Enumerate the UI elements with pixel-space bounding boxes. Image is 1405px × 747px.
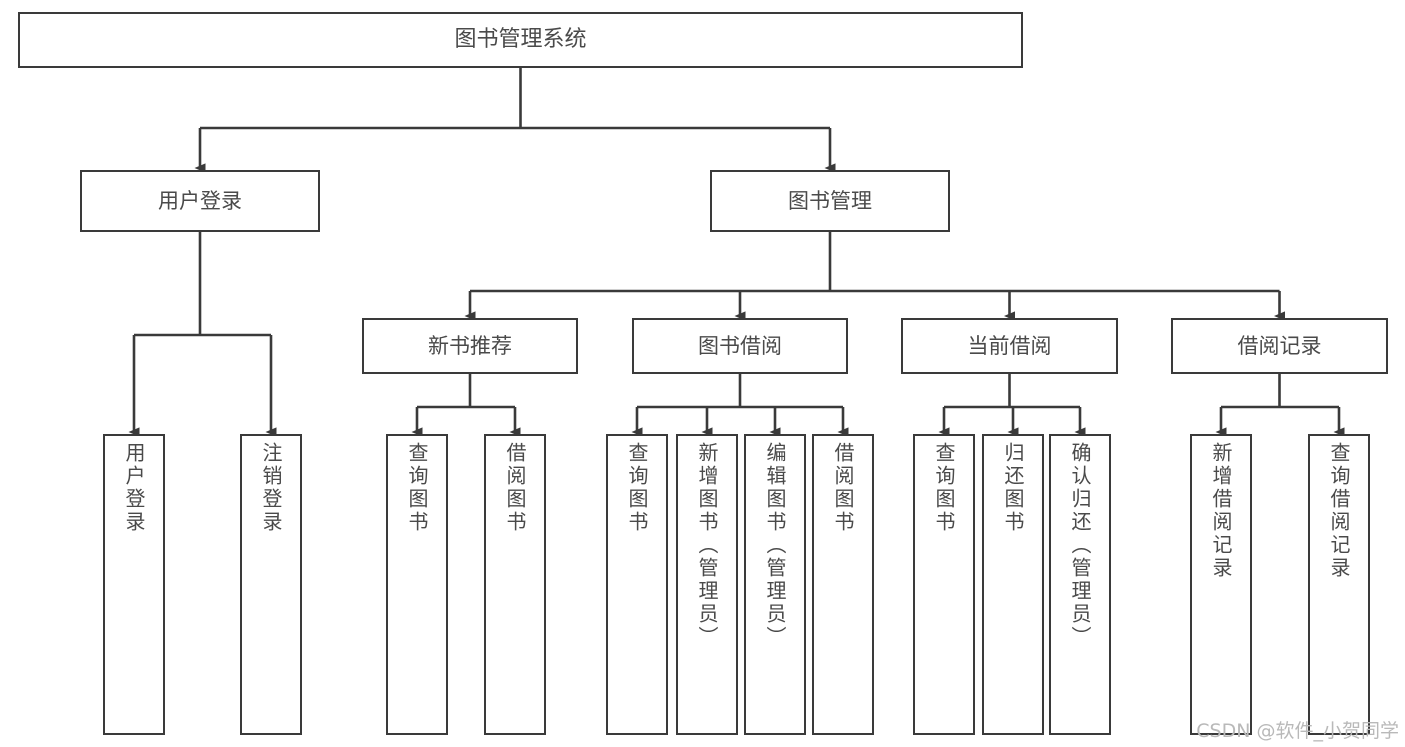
node-leaf-borrow-2[interactable]: 借阅图书 [812,434,874,735]
node-leaf-return[interactable]: 归还图书 [982,434,1044,735]
node-leaf-confirm[interactable]: 确认归还（管理员） [1049,434,1111,735]
node-label: 图书借阅 [698,333,782,358]
node-label: 图书管理 [788,188,872,213]
node-leaf-add-book[interactable]: 新增图书（管理员） [676,434,738,735]
node-leaf-logout[interactable]: 注销登录 [240,434,302,735]
node-label: 查询借阅记录 [1327,442,1351,580]
node-label: 借阅图书 [503,442,527,534]
node-current-borrow[interactable]: 当前借阅 [901,318,1118,374]
node-leaf-query-2[interactable]: 查询图书 [606,434,668,735]
node-label: 注销登录 [259,442,283,534]
node-leaf-user-login[interactable]: 用户登录 [103,434,165,735]
node-user-login[interactable]: 用户登录 [80,170,320,232]
node-book-borrow[interactable]: 图书借阅 [632,318,848,374]
node-label: 借阅记录 [1237,333,1322,358]
node-label: 当前借阅 [967,333,1052,358]
node-label: 查询图书 [625,442,649,534]
node-label: 用户登录 [122,442,146,534]
node-borrow-record[interactable]: 借阅记录 [1171,318,1388,374]
node-label: 新增借阅记录 [1209,442,1233,580]
node-label: 确认归还（管理员） [1068,442,1092,649]
node-label: 归还图书 [1001,442,1025,534]
node-leaf-borrow-1[interactable]: 借阅图书 [484,434,546,735]
node-label: 编辑图书（管理员） [763,442,787,649]
node-label: 图书管理系统 [454,27,587,53]
node-leaf-query-3[interactable]: 查询图书 [913,434,975,735]
node-label: 借阅图书 [831,442,855,534]
node-book-manage[interactable]: 图书管理 [710,170,950,232]
node-leaf-edit-book[interactable]: 编辑图书（管理员） [744,434,806,735]
node-label: 查询图书 [932,442,956,534]
node-leaf-query-1[interactable]: 查询图书 [386,434,448,735]
node-leaf-add-rec[interactable]: 新增借阅记录 [1190,434,1252,735]
node-label: 查询图书 [405,442,429,534]
node-label: 新书推荐 [428,333,512,358]
node-label: 用户登录 [158,188,242,213]
node-leaf-query-rec[interactable]: 查询借阅记录 [1308,434,1370,735]
node-root[interactable]: 图书管理系统 [18,12,1023,68]
node-label: 新增图书（管理员） [695,442,719,649]
node-new-book-rec[interactable]: 新书推荐 [362,318,578,374]
